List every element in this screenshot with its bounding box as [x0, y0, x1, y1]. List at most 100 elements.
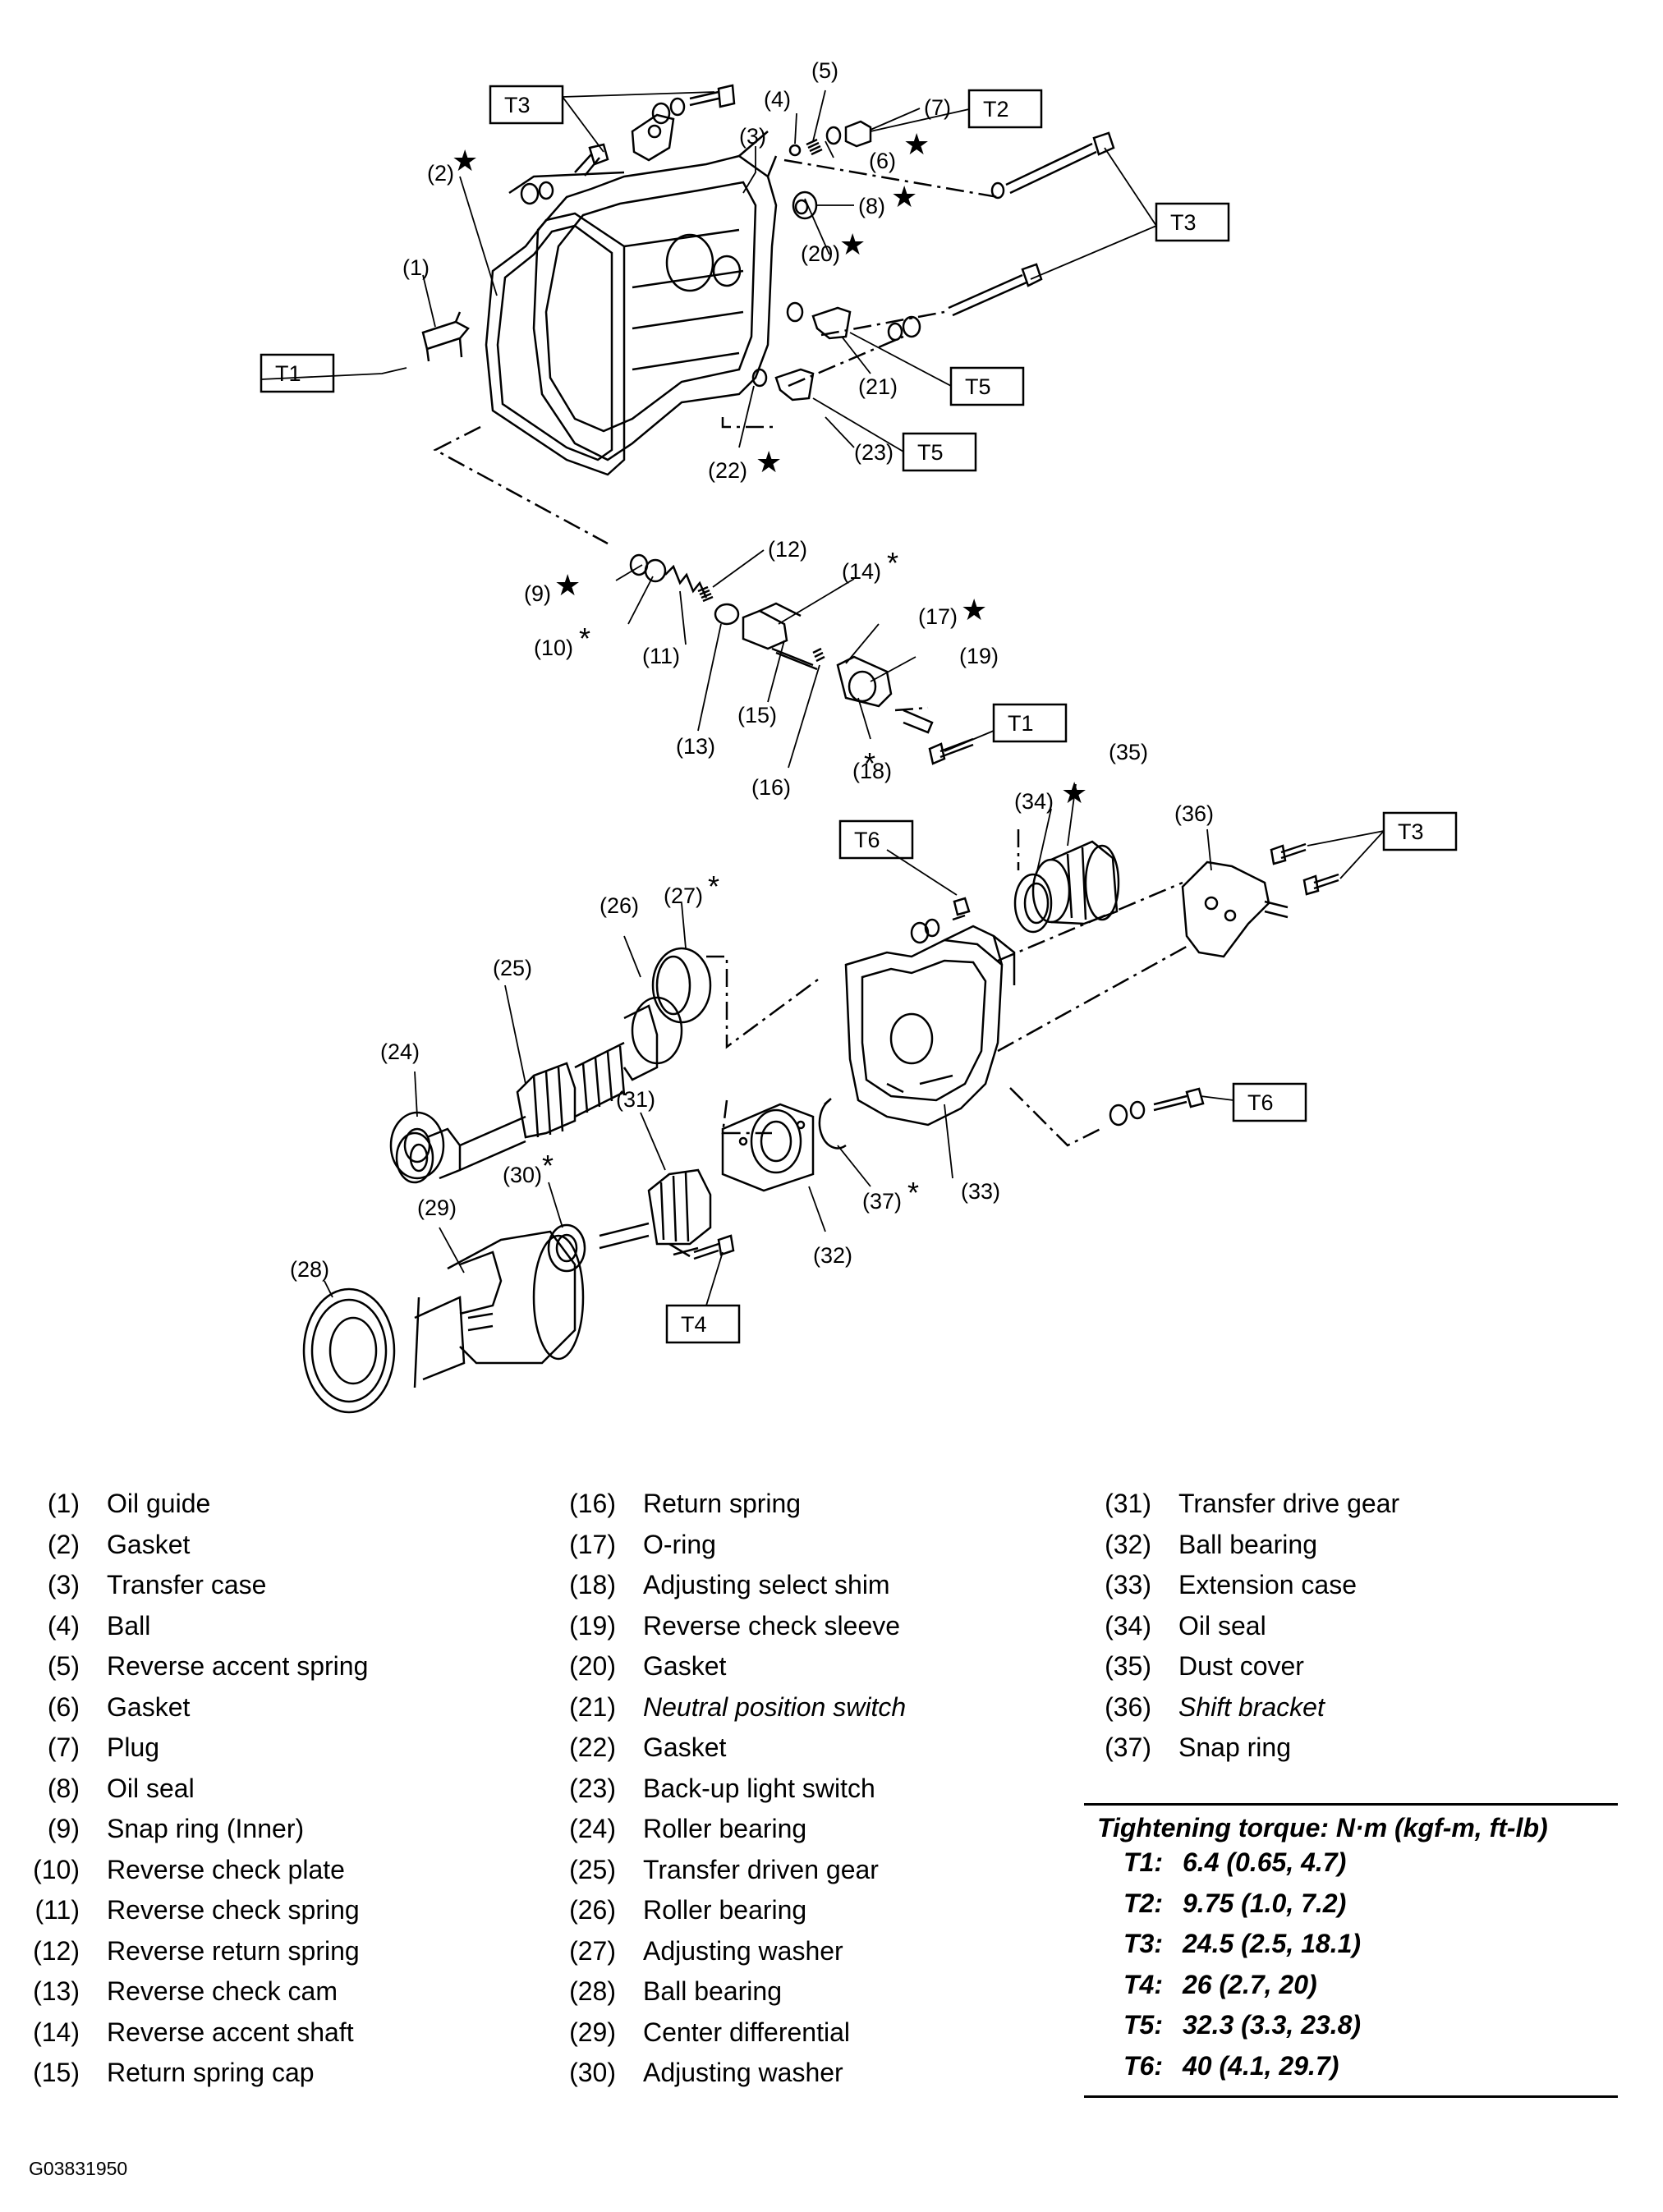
callout-6: (6) — [869, 149, 896, 173]
callout-30: (30) — [503, 1163, 542, 1187]
tag-t2: T2 — [983, 97, 1009, 122]
center-differential-part — [413, 1230, 585, 1388]
legend-part-name: Transfer case — [107, 1570, 267, 1599]
legend-part-name: Oil seal — [107, 1773, 195, 1803]
legend-part-name: Adjusting select shim — [643, 1570, 890, 1599]
legend-part-name: Shift bracket — [1178, 1691, 1325, 1722]
legend-number: (5) — [47, 1651, 80, 1681]
legend-part-name: Ball bearing — [643, 1976, 782, 2006]
dash-line-10 — [997, 943, 1192, 1053]
callout-18: (18) — [852, 759, 892, 783]
asterisk-mark-18: * — [864, 746, 875, 780]
legend-number: (36) — [1105, 1691, 1151, 1722]
ball-bearing-32 — [721, 1103, 815, 1192]
torque-row: T5:32.3 (3.3, 23.8) — [1084, 2009, 1618, 2050]
torque-code: T1: — [1123, 1847, 1163, 1877]
callout-26: (26) — [600, 893, 639, 918]
legend-part-name: Reverse check spring — [107, 1895, 360, 1925]
legend-number: (35) — [1105, 1651, 1151, 1681]
legend-number: (9) — [47, 1814, 80, 1843]
legend-number: (2) — [47, 1529, 80, 1559]
tightening-torque-table: Tightening torque: N·m (kgf-m, ft-lb) T1… — [1084, 1803, 1618, 2098]
callout-20: (20) — [801, 241, 840, 266]
torque-table-title: Tightening torque: N·m (kgf-m, ft-lb) — [1097, 1813, 1548, 1843]
legend-number: (8) — [47, 1773, 80, 1803]
asterisk-mark-37: * — [907, 1176, 919, 1209]
callout-16: (16) — [751, 775, 791, 800]
callout-28: (28) — [290, 1257, 329, 1282]
callout-32: (32) — [813, 1243, 852, 1268]
ball-bearing-28 — [302, 1287, 396, 1414]
torque-row: T4:26 (2.7, 20) — [1084, 1969, 1618, 2010]
legend-number: (19) — [569, 1610, 616, 1641]
callout-9: (9) — [524, 581, 551, 606]
legend-part-name: Reverse check cam — [107, 1976, 338, 2006]
callout-19: (19) — [959, 644, 999, 668]
callout-31: (31) — [616, 1087, 655, 1112]
torque-row: T2:9.75 (1.0, 7.2) — [1084, 1888, 1618, 1929]
shift-bracket-36 — [1181, 860, 1289, 958]
legend-number: (14) — [33, 2017, 80, 2047]
torque-code: T4: — [1123, 1969, 1163, 1999]
callout-36: (36) — [1174, 801, 1214, 826]
legend-part-name: Ball bearing — [1178, 1529, 1317, 1559]
dash-line-7 — [706, 955, 822, 1049]
legend-number: (25) — [569, 1854, 616, 1884]
dash-line-4 — [820, 310, 945, 337]
torque-code: T3: — [1123, 1929, 1163, 1958]
dash-line-6 — [894, 706, 929, 712]
torque-value: 24.5 (2.5, 18.1) — [1183, 1929, 1362, 1958]
legend-number: (32) — [1105, 1529, 1151, 1559]
legend-part-name: Gasket — [643, 1651, 727, 1681]
dash-line-11 — [1009, 1087, 1101, 1147]
star-mark-22: ★ — [756, 445, 782, 479]
tag-t3-right: T3 — [1170, 210, 1197, 235]
legend-number: (7) — [47, 1732, 80, 1762]
callout-7: (7) — [924, 95, 951, 120]
callout-13: (13) — [676, 734, 715, 759]
legend-part-name: Dust cover — [1178, 1651, 1304, 1681]
tag-t5-lower: T5 — [917, 440, 944, 465]
legend-part-name: Reverse accent spring — [107, 1651, 369, 1681]
transfer-case-part — [508, 113, 778, 461]
legend-number: (3) — [47, 1570, 80, 1599]
callout-8: (8) — [858, 194, 885, 218]
legend-number: (10) — [33, 1854, 80, 1884]
legend-part-name: Transfer driven gear — [643, 1854, 879, 1884]
case-bolts — [520, 84, 1115, 342]
legend-number: (17) — [569, 1529, 616, 1559]
star-mark-20: ★ — [839, 227, 866, 261]
legend-number: (13) — [33, 1976, 80, 2006]
adjusting-washer-30 — [547, 1223, 586, 1273]
tag-t6-lower: T6 — [1247, 1090, 1274, 1115]
callout-35: (35) — [1109, 740, 1148, 764]
small-parts-top — [751, 120, 872, 402]
dust-cover-35 — [1031, 840, 1120, 925]
dash-line-5 — [788, 335, 904, 388]
legend-part-name: Oil guide — [107, 1489, 211, 1518]
legend-number: (22) — [569, 1732, 616, 1762]
oil-seal-34 — [1013, 873, 1053, 934]
callout-14: (14) — [842, 559, 881, 584]
legend-part-name: Back-up light switch — [643, 1773, 875, 1803]
tag-t5-upper: T5 — [965, 374, 991, 399]
star-mark-34: ★ — [1061, 776, 1087, 810]
extension-case-part — [844, 925, 1016, 1127]
callout-37: (37) — [862, 1189, 902, 1214]
star-mark-2: ★ — [452, 144, 478, 177]
legend-part-name: Oil seal — [1178, 1610, 1266, 1641]
callout-22: (22) — [708, 458, 747, 483]
tag-leaders — [260, 91, 1385, 1306]
legend-part-name: O-ring — [643, 1529, 716, 1559]
torque-tag-boxes — [260, 85, 1458, 1344]
legend-part-name: Reverse return spring — [107, 1935, 360, 1966]
legend-part-name: Transfer drive gear — [1178, 1489, 1400, 1518]
legend-part-name: Reverse accent shaft — [107, 2017, 354, 2047]
torque-rows: T1:6.4 (0.65, 4.7)T2:9.75 (1.0, 7.2)T3:2… — [1084, 1847, 1618, 2090]
callout-27: (27) — [664, 883, 703, 908]
callout-21: (21) — [858, 374, 898, 399]
dash-line-9 — [997, 881, 1183, 962]
legend-number: (24) — [569, 1814, 616, 1843]
legend-number: (28) — [569, 1976, 616, 2006]
torque-row: T3: 24.5 (2.5, 18.1) — [1084, 1928, 1618, 1969]
